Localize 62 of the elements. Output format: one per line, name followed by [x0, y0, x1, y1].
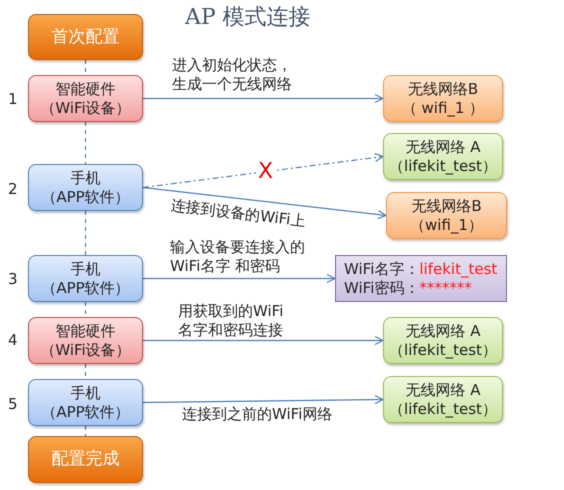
box-text: 手机 — [70, 168, 100, 188]
box-text: 智能硬件 — [56, 322, 116, 340]
device-box — [28, 75, 143, 122]
title: AP 模式连接 — [185, 4, 311, 32]
dashed-connector — [84, 211, 86, 255]
box-text: （lifekit_test） — [389, 156, 497, 176]
step-number: 4 — [8, 331, 18, 350]
arrow — [143, 336, 384, 346]
box-text: （APP软件） — [41, 402, 130, 422]
step-number: 5 — [8, 395, 18, 414]
network-box — [383, 75, 503, 122]
network-box — [386, 192, 507, 239]
step-number: 1 — [8, 90, 18, 109]
edge-label: 用获取到的WiFi名字和密码连接 — [178, 302, 284, 340]
edge-label: 进入初始化状态，生成一个无线网络 — [172, 56, 293, 94]
dashed-connector — [84, 426, 86, 436]
dashed-connector — [84, 122, 86, 164]
box-text: （lifekit_test） — [389, 340, 497, 360]
dashed-connector — [84, 60, 86, 75]
network-box — [383, 317, 503, 364]
arrow — [142, 152, 384, 188]
box-text: 手机 — [70, 384, 100, 402]
box-text: 无线网络 A — [405, 138, 481, 156]
dashed-connector — [84, 364, 86, 379]
box-text: （APP软件） — [41, 188, 130, 206]
box-text: （wifi_1） — [410, 216, 483, 234]
field-value: ******* — [419, 278, 472, 296]
box-text: 手机 — [70, 260, 100, 278]
box-text: 首次配置 — [52, 28, 120, 46]
box-text: （WiFi设备） — [40, 98, 131, 118]
field-value: lifekit_test — [419, 260, 498, 278]
network-box — [383, 376, 503, 423]
arrow — [142, 186, 387, 220]
box-text: 无线网络 A — [405, 322, 481, 340]
box-text: （lifekit_test） — [389, 400, 497, 418]
edge-label: 输入设备要连接入的WiFi名字 和密码 — [170, 238, 306, 276]
phone-box — [28, 255, 143, 302]
start-box — [28, 14, 143, 60]
device-box — [28, 317, 143, 364]
step-number: 2 — [8, 180, 18, 199]
credentials-box — [335, 255, 507, 302]
box-text: 无线网络B — [408, 80, 478, 98]
box-text: 无线网络 A — [405, 380, 481, 400]
dashed-connector — [84, 302, 86, 317]
field-label: WiFi密码： — [344, 278, 420, 296]
box-text: 无线网络B — [411, 196, 482, 216]
phone-box — [28, 379, 143, 426]
edge-label: 连接到设备的WiFi上 — [170, 196, 306, 232]
edge-label: 连接到之前的WiFi网络 — [182, 405, 332, 424]
arrow — [143, 274, 336, 284]
arrow — [143, 395, 384, 404]
end-box — [28, 436, 143, 483]
step-number: 3 — [8, 270, 18, 289]
box-text: （WiFi设备） — [40, 340, 131, 360]
field-label: WiFi名字： — [344, 260, 420, 278]
phone-box — [28, 164, 143, 211]
box-text: 智能硬件 — [56, 80, 116, 98]
arrow — [143, 94, 384, 104]
box-text: 配置完成 — [52, 450, 120, 469]
box-text: （ wifi_1 ） — [402, 98, 484, 118]
network-box — [383, 133, 503, 180]
box-text: （APP软件） — [41, 278, 130, 298]
